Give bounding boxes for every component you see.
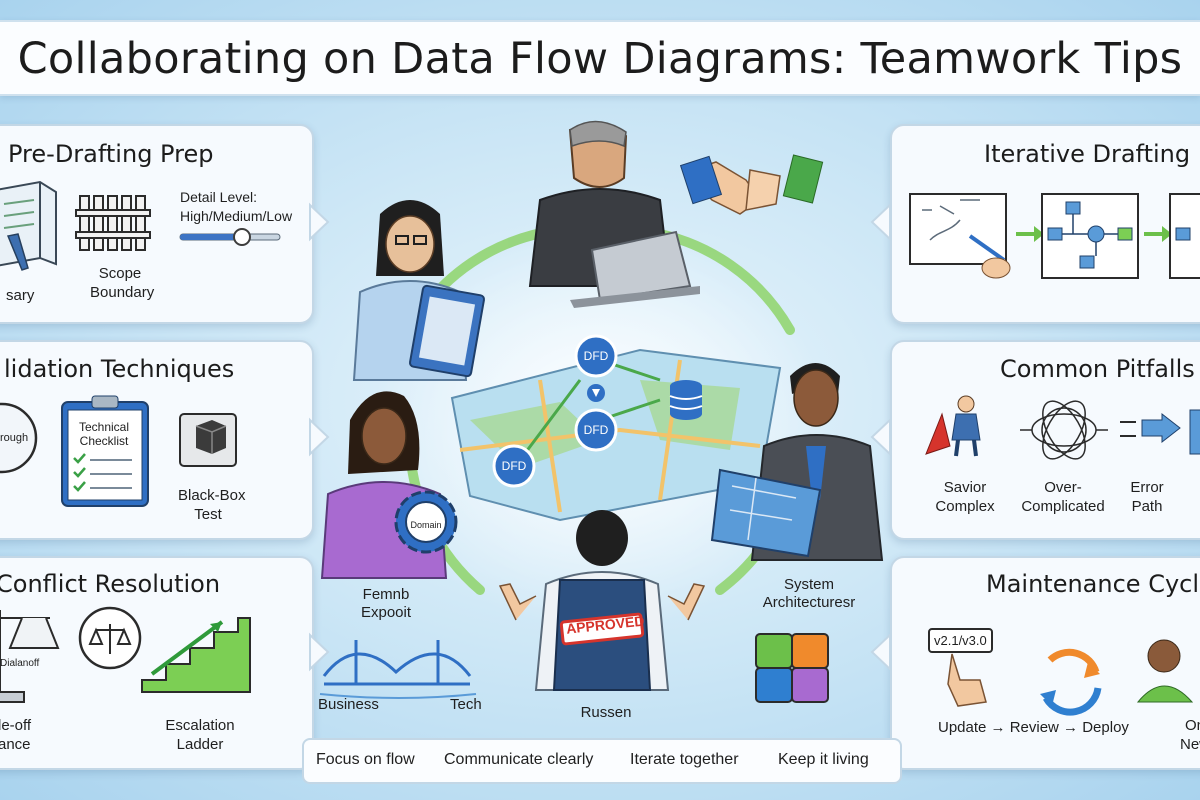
glossary-label: sary xyxy=(6,287,35,304)
maintenance-icons xyxy=(947,639,1194,716)
panel-conflict-title: Conflict Resolution xyxy=(0,570,221,598)
walkthrough-label: rough xyxy=(0,432,29,444)
balance-circle-icon xyxy=(78,606,142,670)
bridge-tech-label: Tech xyxy=(450,696,482,713)
reviewer-label: Russen xyxy=(580,704,632,721)
person-laptop xyxy=(528,120,700,308)
puzzle-icon xyxy=(755,633,829,703)
tip-focus-on-flow: Focus on flow xyxy=(316,751,415,768)
dfd-node-label-1: DFD xyxy=(583,349,609,363)
panel-conflict xyxy=(0,556,314,770)
tips-bar xyxy=(302,738,902,784)
superhero-savior-icon xyxy=(925,395,981,457)
dfd-node-label-2: DFD xyxy=(583,423,609,437)
person-clipboard xyxy=(352,200,486,381)
refresh-cycle-icon xyxy=(1040,648,1102,716)
person-reviewer-approved xyxy=(498,510,706,691)
diagram-draft-icon xyxy=(1041,193,1139,279)
panel-validation xyxy=(0,340,314,540)
dfd-node-icons xyxy=(492,334,703,488)
pitfalls-icons xyxy=(925,395,1200,460)
walkthrough-circle-icon xyxy=(0,402,38,474)
arrow-right-icon-1 xyxy=(1016,226,1044,242)
arrow-right-icon-2 xyxy=(1144,226,1172,242)
tangled-knot-icon xyxy=(1020,400,1108,460)
pointing-hand-icon xyxy=(947,653,987,707)
update-review-deploy-label: Update → Review → Deploy xyxy=(938,719,1129,736)
panel-iterative-title: Iterative Drafting xyxy=(984,140,1191,168)
bridge-business-label: Business xyxy=(318,696,379,713)
detail-slider-icon xyxy=(179,228,281,246)
validation-icons xyxy=(0,395,237,507)
tip-iterate-together: Iterate together xyxy=(630,751,739,768)
new-member-avatar-icon xyxy=(1136,639,1194,703)
glossary-book-icon xyxy=(0,180,57,271)
version-badge: v2.1/v3.0 xyxy=(928,628,993,653)
panel-validation-title: lidation Techniques xyxy=(4,355,235,383)
tradeoff-scale-label: Dialanoff xyxy=(0,658,40,669)
sketch-paper-icon xyxy=(909,193,1011,279)
error-path-arrow-icon xyxy=(1120,412,1181,444)
tip-communicate-clearly: Communicate clearly xyxy=(444,751,594,768)
tip-keep-it-living: Keep it living xyxy=(778,751,869,768)
black-box-cube-icon xyxy=(179,413,237,467)
final-diagram-icon xyxy=(1169,193,1200,279)
person-system-architect xyxy=(710,363,884,561)
panel-maintenance-title: Maintenance Cycl xyxy=(986,570,1200,598)
conflict-icons xyxy=(0,606,251,703)
dfd-node-label-3: DFD xyxy=(501,459,527,473)
domain-gear-label: Domain xyxy=(410,520,442,530)
panel-pitfalls-title: Common Pitfalls xyxy=(1000,355,1195,383)
checklist-clipboard-icon xyxy=(61,395,149,507)
panel-maintenance xyxy=(890,556,1200,770)
title-banner xyxy=(0,20,1200,96)
person-domain-expert xyxy=(320,391,458,579)
panel-pre-drafting-title: Pre-Drafting Prep xyxy=(8,140,214,168)
bridge-icon xyxy=(319,640,477,699)
branch-icon xyxy=(1189,409,1200,455)
scope-fence-icon xyxy=(75,195,151,251)
pre-drafting-icons xyxy=(0,180,281,271)
onboard-label: OnNew xyxy=(1180,717,1200,753)
over-complicated-label: Over-Complicated xyxy=(1021,479,1105,515)
scale-icon xyxy=(0,610,60,703)
iterative-icons xyxy=(909,193,1200,279)
page-title: Collaborating on Data Flow Diagrams: Tea… xyxy=(17,34,1183,84)
escalation-ladder-icon xyxy=(141,617,251,693)
handshake-icon xyxy=(679,154,824,215)
detail-level-label: Detail Level:High/Medium/Low xyxy=(180,189,293,224)
